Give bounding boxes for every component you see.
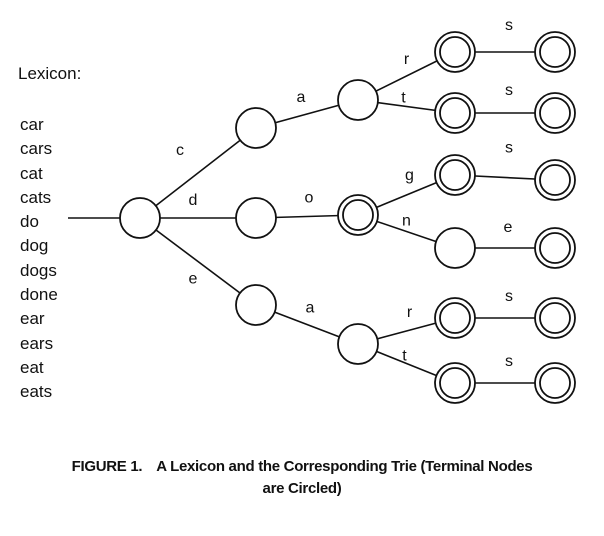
trie-edge-label: t [402,348,407,365]
trie-node [434,227,476,269]
lexicon-word: cats [20,187,52,207]
trie-edge-label: e [189,271,198,288]
trie-node [119,197,161,239]
lexicon-word: do [20,212,39,232]
lexicon-word: cat [20,163,43,183]
lexicon-word: car [20,115,44,134]
trie-node [337,79,379,121]
figure-caption: FIGURE 1. A Lexicon and the Corresponding… [0,456,604,500]
trie-edge-label: d [189,192,198,209]
trie-edge-label: t [401,90,406,107]
trie-node-terminal [434,362,476,404]
lexicon-word: ears [20,333,54,353]
trie-edge-label: e [504,219,513,236]
caption-line-1: FIGURE 1. A Lexicon and the Corresponding… [0,456,604,478]
trie-node-terminal [337,194,379,236]
caption-text: A Lexicon and the Corresponding Trie (Te… [156,458,533,475]
trie-edge-label: r [404,51,410,68]
trie-edge-label: n [402,213,411,230]
trie-edge-label: a [306,300,315,317]
trie-edge-label: s [505,17,513,34]
lexicon-word: dog [20,236,49,256]
trie-edge-root-e [139,217,257,306]
trie-node [235,284,277,326]
lexicon-word: done [20,285,58,305]
trie-edge-root-c [139,127,257,219]
lexicon-word: eat [20,357,44,377]
caption-label: FIGURE 1. [71,458,143,475]
trie-node-terminal [534,31,576,73]
trie-edge-label: s [505,82,513,99]
caption-line-2: are Circled) [262,480,342,497]
lexicon-word: ear [20,309,45,329]
trie-node-terminal [534,297,576,339]
trie-node [235,107,277,149]
lexicon-word: dogs [20,260,57,280]
lexicon-word-list: car cars cat cats do dog dogs done ear ears eat eat… [20,113,58,405]
trie-node-terminal [434,92,476,134]
trie-node-terminal [534,227,576,269]
trie-node-terminal [534,362,576,404]
trie-diagram: c d e a o a r t g n r t s s s e s s [68,17,576,404]
trie-node [235,197,277,239]
trie-edge-label: c [176,142,184,159]
lexicon-word: eats [20,382,53,402]
trie-node-terminal [434,297,476,339]
trie-edge-label: s [505,288,513,305]
trie-node [337,323,379,365]
trie-edge-label: a [297,89,306,106]
trie-edge-label: g [405,167,414,184]
lexicon-title: Lexicon: [18,64,82,83]
trie-edge-label: s [505,140,513,157]
trie-node-terminal [434,154,476,196]
trie-edge-label: r [407,304,413,321]
trie-node-terminal [434,31,476,73]
lexicon-word: cars [20,139,53,159]
trie-edge-label: o [305,190,314,207]
trie-edge-label: s [505,353,513,370]
trie-node-terminal [534,92,576,134]
trie-node-terminal [534,159,576,201]
